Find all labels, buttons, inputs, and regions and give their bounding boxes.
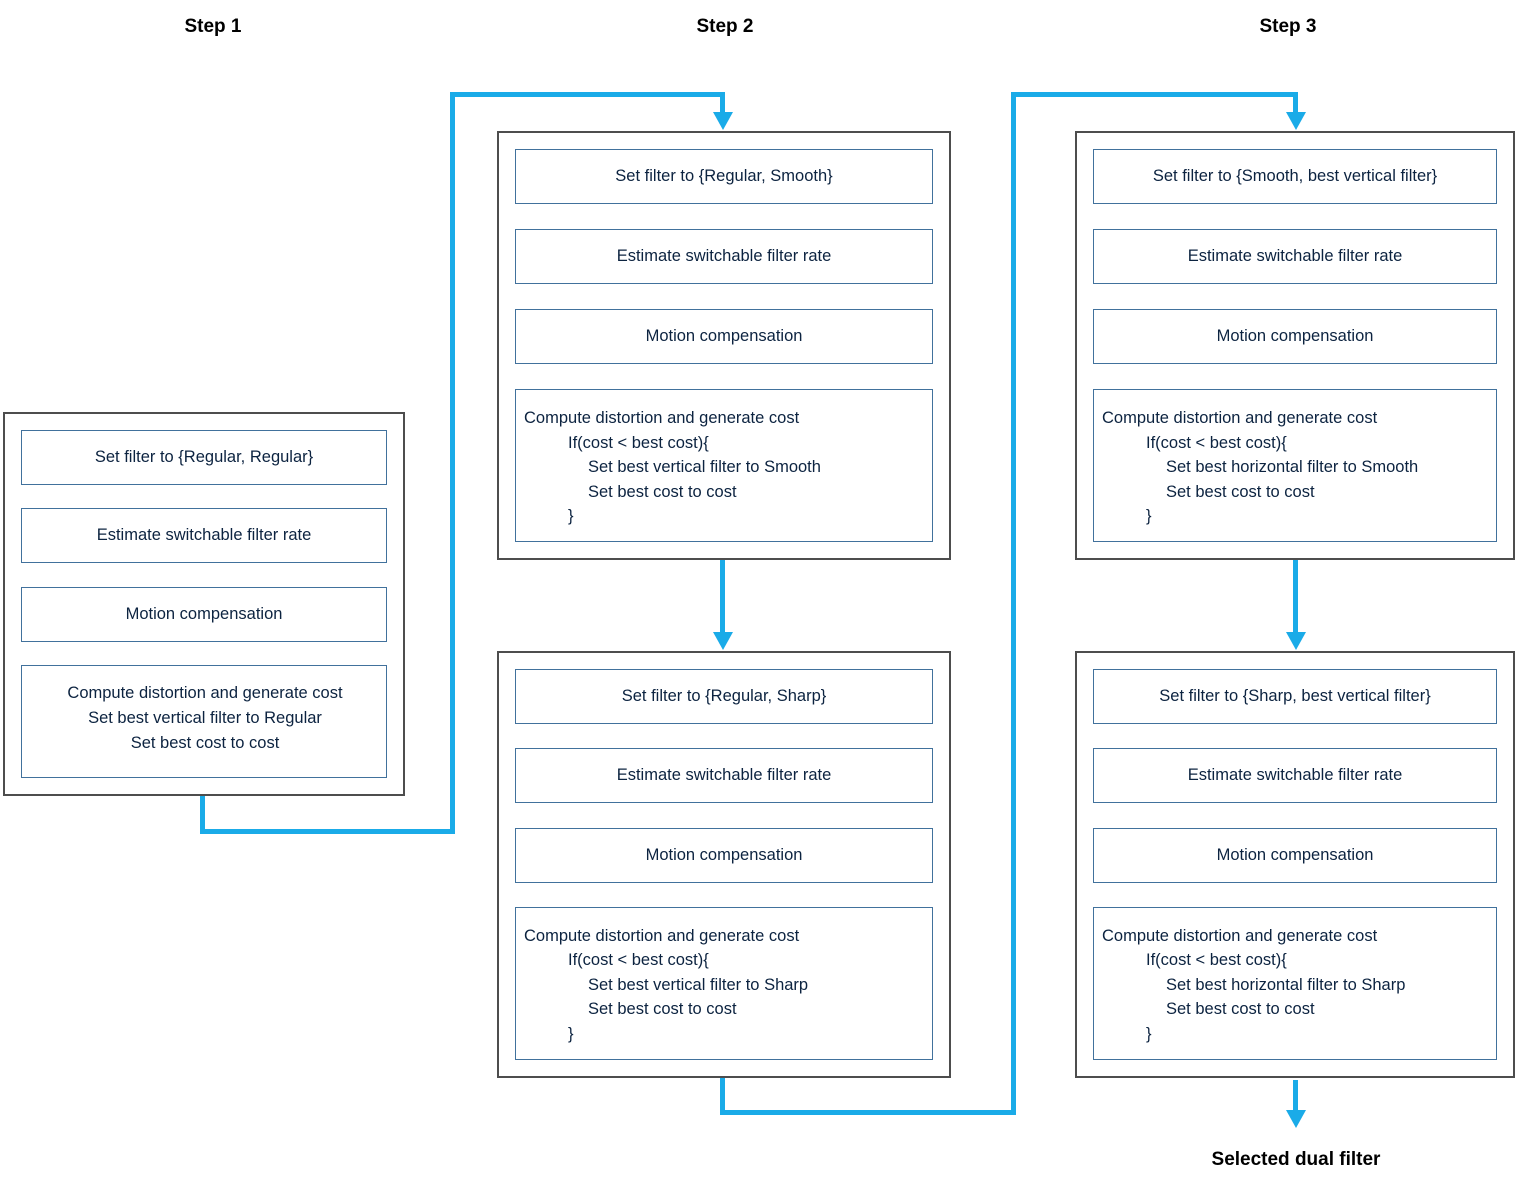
arrow-down-icon — [1286, 632, 1306, 650]
compute-line: Set best horizontal filter to Smooth — [1166, 458, 1419, 476]
compute-line: If(cost < best cost){ — [568, 433, 709, 452]
process-box-estimate-rate: Estimate switchable filter rate — [1093, 229, 1497, 284]
process-box-estimate-rate: Estimate switchable filter rate — [515, 748, 933, 804]
process-box-set-filter: Set filter to {Regular, Sharp} — [515, 669, 933, 724]
process-box-label: Estimate switchable filter rate — [616, 247, 832, 265]
process-box-label: Motion compensation — [1216, 327, 1374, 345]
compute-line: Set best vertical filter to Regular — [88, 708, 322, 727]
step2-label: Step 2 — [696, 16, 754, 37]
compute-line: Set best cost to cost — [1166, 482, 1315, 501]
process-box-motion-compensation: Motion compensation — [515, 309, 933, 364]
arrow-down-icon — [713, 112, 733, 130]
process-box-label: Estimate switchable filter rate — [1187, 247, 1403, 265]
process-box-compute-cost: Compute distortion and generate cost If(… — [515, 389, 933, 542]
process-box-label: Set filter to {Regular, Smooth} — [615, 167, 833, 185]
step1-group-box: Set filter to {Regular, Regular} Estimat… — [3, 412, 405, 796]
process-box-estimate-rate: Estimate switchable filter rate — [21, 508, 387, 564]
process-box-motion-compensation: Motion compensation — [515, 827, 933, 883]
process-box-label: Motion compensation — [1216, 845, 1374, 864]
arrow-down-icon — [1286, 112, 1306, 130]
process-box-label: Set filter to {Sharp, best vertical filt… — [1159, 687, 1431, 705]
step3-iteration2-group-box: Set filter to {Sharp, best vertical filt… — [1075, 651, 1515, 1078]
step3-label: Step 3 — [1259, 16, 1317, 37]
process-box-label: Estimate switchable filter rate — [1187, 766, 1403, 785]
process-box-motion-compensation: Motion compensation — [21, 586, 387, 642]
compute-line: Set best cost to cost — [1166, 1000, 1315, 1019]
compute-line: } — [1146, 507, 1152, 525]
arrow-down-icon — [1286, 1110, 1306, 1128]
compute-line: Set best cost to cost — [588, 1000, 737, 1019]
process-box-compute-cost: Compute distortion and generate cost Set… — [21, 664, 387, 778]
step1-label: Step 1 — [184, 16, 242, 37]
process-box-motion-compensation: Motion compensation — [1093, 309, 1497, 364]
process-box-label: Set filter to {Regular, Sharp} — [621, 687, 827, 705]
process-box-compute-cost: Compute distortion and generate cost If(… — [1093, 906, 1497, 1060]
process-box-motion-compensation: Motion compensation — [1093, 827, 1497, 883]
step2-iteration1-group-box: Set filter to {Regular, Smooth} Estimate… — [497, 131, 951, 560]
compute-line: Set best vertical filter to Sharp — [588, 975, 809, 994]
process-box-label: Motion compensation — [645, 845, 803, 864]
compute-line: Set best cost to cost — [588, 482, 737, 501]
compute-line: } — [568, 1024, 574, 1043]
process-box-estimate-rate: Estimate switchable filter rate — [1093, 748, 1497, 804]
process-box-label: Motion compensation — [125, 604, 283, 623]
process-box-estimate-rate: Estimate switchable filter rate — [515, 229, 933, 284]
compute-line: } — [568, 507, 574, 525]
process-box-label: Estimate switchable filter rate — [96, 526, 312, 545]
process-box-set-filter: Set filter to {Smooth, best vertical fil… — [1093, 149, 1497, 204]
compute-line: Compute distortion and generate cost — [1102, 926, 1378, 945]
process-box-compute-cost: Compute distortion and generate cost If(… — [515, 906, 933, 1060]
compute-line: If(cost < best cost){ — [568, 951, 709, 970]
arrow-down-icon — [713, 632, 733, 650]
process-box-label: Set filter to {Regular, Regular} — [94, 448, 314, 466]
compute-line: Compute distortion and generate cost — [1102, 409, 1378, 427]
process-box-set-filter: Set filter to {Sharp, best vertical filt… — [1093, 669, 1497, 724]
process-box-set-filter: Set filter to {Regular, Regular} — [21, 430, 387, 485]
compute-line: Compute distortion and generate cost — [67, 683, 343, 702]
step3-iteration1-group-box: Set filter to {Smooth, best vertical fil… — [1075, 131, 1515, 560]
compute-line: If(cost < best cost){ — [1146, 433, 1287, 452]
compute-line: Compute distortion and generate cost — [524, 926, 800, 945]
step2-iteration2-group-box: Set filter to {Regular, Sharp} Estimate … — [497, 651, 951, 1078]
compute-line: Set best horizontal filter to Sharp — [1166, 975, 1406, 994]
compute-line: Set best cost to cost — [130, 733, 280, 752]
selected-dual-filter-label: Selected dual filter — [1211, 1149, 1381, 1170]
process-box-compute-cost: Compute distortion and generate cost If(… — [1093, 389, 1497, 542]
compute-line: } — [1146, 1024, 1152, 1043]
compute-line: Set best vertical filter to Smooth — [588, 458, 821, 476]
compute-line: If(cost < best cost){ — [1146, 951, 1287, 970]
process-box-label: Set filter to {Smooth, best vertical fil… — [1152, 167, 1438, 185]
process-box-label: Motion compensation — [645, 327, 803, 345]
compute-line: Compute distortion and generate cost — [524, 409, 800, 427]
process-box-label: Estimate switchable filter rate — [616, 766, 832, 785]
process-box-set-filter: Set filter to {Regular, Smooth} — [515, 149, 933, 204]
